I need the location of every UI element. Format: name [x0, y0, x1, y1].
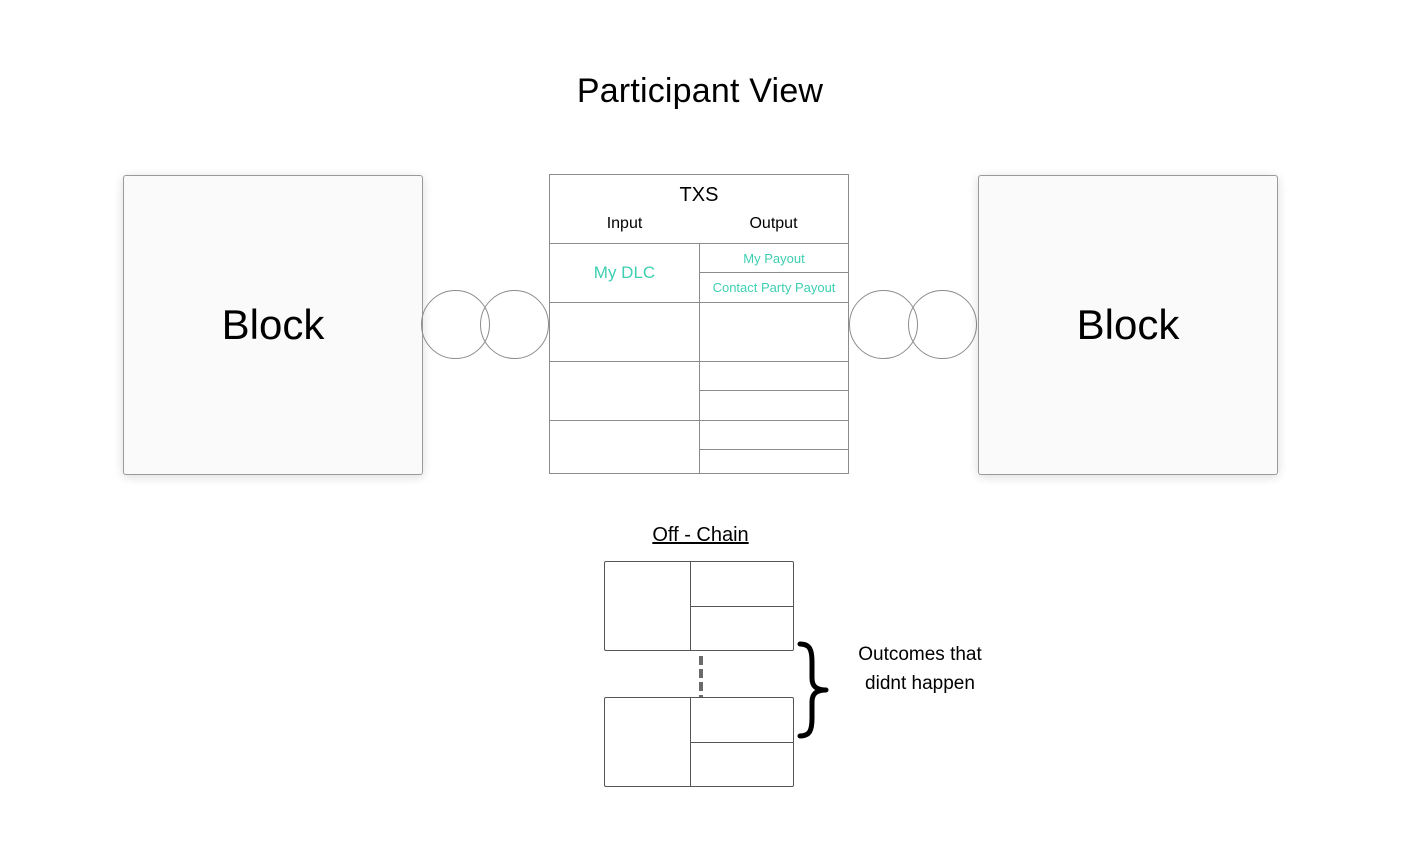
txs-input-header: Input — [606, 215, 643, 232]
chain-link-left-2 — [480, 290, 549, 359]
offchain-tx-output-divider — [690, 742, 793, 743]
curly-brace-icon — [797, 641, 829, 739]
txs-input-row-divider — [550, 420, 699, 421]
block-right-label: Block — [1076, 301, 1180, 348]
page-title: Participant View — [576, 72, 824, 110]
txs-table: TXS Input Output My DLC My Payout Contac… — [549, 174, 849, 474]
txs-output-row-divider — [699, 272, 848, 273]
outcomes-annotation: Outcomes that didnt happen — [840, 640, 1000, 698]
txs-output-row-divider — [699, 449, 848, 450]
txs-output-header: Output — [749, 215, 798, 232]
txs-output-row-divider — [699, 361, 848, 362]
block-left: Block — [123, 175, 423, 475]
offchain-tx-top — [604, 561, 794, 651]
ellipsis-dashed-line — [699, 656, 703, 702]
txs-output-contact-party-payout: Contact Party Payout — [712, 280, 836, 295]
txs-output-my-payout: My Payout — [743, 251, 805, 266]
block-right: Block — [978, 175, 1278, 475]
outcomes-annotation-line1: Outcomes that — [858, 644, 982, 665]
txs-input-row-divider — [550, 302, 699, 303]
txs-input-row-divider — [550, 361, 699, 362]
offchain-tx-bottom — [604, 697, 794, 787]
offchain-title: Off - Chain — [652, 524, 749, 546]
txs-input-my-dlc: My DLC — [593, 263, 656, 282]
chain-link-right-2 — [908, 290, 977, 359]
txs-column-divider — [699, 243, 700, 474]
offchain-tx-output-divider — [690, 606, 793, 607]
txs-header: TXS Input Output — [550, 175, 848, 243]
txs-output-row-divider — [699, 420, 848, 421]
txs-output-row-divider — [699, 390, 848, 391]
txs-output-row-divider — [699, 302, 848, 303]
block-left-label: Block — [221, 301, 325, 348]
outcomes-annotation-line2: didnt happen — [865, 673, 975, 694]
txs-title: TXS — [679, 184, 719, 206]
